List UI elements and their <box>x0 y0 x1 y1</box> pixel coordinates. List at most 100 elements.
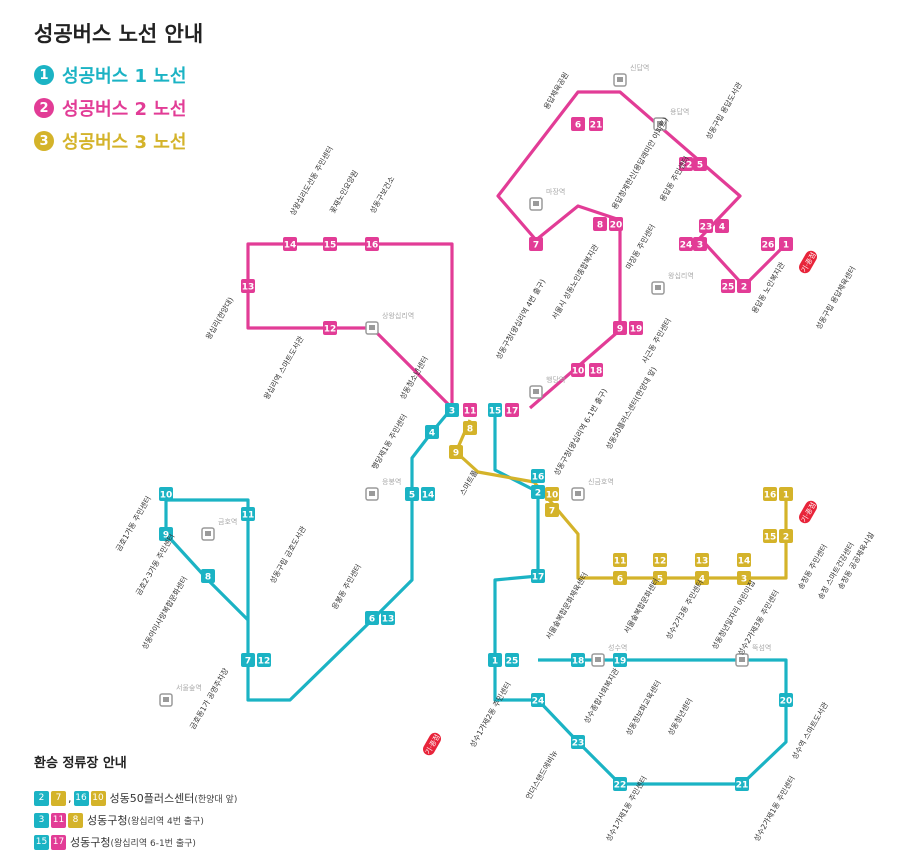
stop-line3-5: 5 <box>653 571 667 585</box>
stop-label: 마장동 주민센터 <box>623 222 657 271</box>
stop-line3-10: 10 <box>545 487 559 501</box>
station-name: 서울숲역 <box>176 683 202 692</box>
svg-text:6: 6 <box>617 575 623 585</box>
subway-station-icon <box>529 385 543 399</box>
subway-station-icon <box>651 281 665 295</box>
svg-text:18: 18 <box>590 367 603 377</box>
legend-line-1-label: 성공버스 1 노선 <box>62 66 187 87</box>
stop-line2-2: 2 <box>737 279 751 293</box>
svg-text:4: 4 <box>719 223 725 233</box>
svg-text:1: 1 <box>492 657 498 667</box>
stop-label: 용답체육공원 <box>541 70 570 111</box>
stop-line3-2: 2 <box>779 529 793 543</box>
station-name: 행당역 <box>546 375 565 384</box>
stop-line1-22: 22 <box>613 777 627 791</box>
svg-text:8: 8 <box>597 221 603 231</box>
svg-text:6: 6 <box>575 121 581 131</box>
stop-label: 왕십리역 스마트도서관 <box>261 334 305 401</box>
terminal-badge: 기·종점 <box>423 733 442 756</box>
svg-text:25: 25 <box>722 283 735 293</box>
svg-text:13: 13 <box>696 557 709 567</box>
subway-station-icon <box>613 73 627 87</box>
route-2-east-loop <box>496 90 788 410</box>
stop-label: 성수2가3동 주민센터 <box>663 578 705 641</box>
svg-text:16: 16 <box>366 241 379 251</box>
stop-line3-4: 4 <box>695 571 709 585</box>
stop-line1-11: 11 <box>241 507 255 521</box>
stop-label: 성동구청(왕십리역 4번 출구) <box>493 277 547 361</box>
svg-text:17: 17 <box>532 573 545 583</box>
stop-line3-6: 6 <box>613 571 627 585</box>
stop-label: 언더스탠드에비뉴 <box>523 748 559 801</box>
stop-line2-1: 1 <box>779 237 793 251</box>
stop-line2-19: 19 <box>629 321 643 335</box>
terminal-badge: 기·종점 <box>799 251 818 274</box>
svg-text:4: 4 <box>429 429 435 439</box>
svg-text:12: 12 <box>324 325 337 335</box>
svg-text:23: 23 <box>572 739 585 749</box>
transfer-stop-name: 성동50플러스센터 <box>109 792 195 805</box>
stop-line2-18: 18 <box>589 363 603 377</box>
legend-line-2-label: 성공버스 2 노선 <box>62 99 187 120</box>
stop-label: 꽃재노인요양원 <box>327 168 360 215</box>
svg-text:8: 8 <box>205 573 211 583</box>
stop-line2-17: 17 <box>505 403 519 417</box>
stop-label: 용답동 주민센터 <box>657 154 691 203</box>
stop-label: 금호동1가 공영주차장 <box>187 666 230 731</box>
station-name: 상왕십리역 <box>382 311 414 320</box>
stop-line3-12: 12 <box>653 553 667 567</box>
stop-line3-9: 9 <box>449 445 463 459</box>
station-name: 용답역 <box>670 107 689 116</box>
transfer-stop-chip: 2 <box>34 790 49 806</box>
legend-line-3-label: 성공버스 3 노선 <box>62 132 187 153</box>
svg-text:10: 10 <box>546 491 559 501</box>
terminal-badge: 기·종점 <box>799 501 818 524</box>
stop-label: 성동청년센터 <box>665 696 694 737</box>
svg-text:15: 15 <box>764 533 777 543</box>
svg-text:16: 16 <box>532 473 545 483</box>
stop-line1-6: 6 <box>365 611 379 625</box>
stop-line3-16: 16 <box>763 487 777 501</box>
svg-text:10: 10 <box>572 367 585 377</box>
stop-label: 성동구립 용답도서관 <box>703 80 744 141</box>
legend-line-3-badge: 3 <box>34 131 54 151</box>
svg-text:18: 18 <box>572 657 585 667</box>
svg-text:15: 15 <box>324 241 337 251</box>
svg-text:4: 4 <box>699 575 705 585</box>
station-name: 신금호역 <box>588 477 614 486</box>
page-title: 성공버스 노선 안내 <box>34 22 204 46</box>
stop-label: 성수1가제2동 주민센터 <box>467 680 513 749</box>
stop-label: 성수종합사회복지관 <box>581 666 621 725</box>
stop-line1-19: 19 <box>613 653 627 667</box>
svg-text:2: 2 <box>535 489 541 499</box>
svg-text:8: 8 <box>467 425 473 435</box>
stop-line3-11: 11 <box>613 553 627 567</box>
svg-text:9: 9 <box>617 325 623 335</box>
transfer-stop-chip: 11 <box>51 812 66 828</box>
svg-text:24: 24 <box>680 241 693 251</box>
station-name: 신답역 <box>630 63 649 72</box>
svg-text:7: 7 <box>549 507 555 517</box>
subway-station-icon <box>365 487 379 501</box>
stop-line1-15: 15 <box>488 403 502 417</box>
transfer-stop-chip: 7 <box>51 790 66 806</box>
transfer-stop-chip: 15 <box>34 834 49 850</box>
stop-label: 왕십리(한양대) <box>204 296 235 341</box>
legend-line-1: 1 성공버스 1 노선 <box>34 62 186 88</box>
stop-line3-1: 1 <box>779 487 793 501</box>
transfer-stop-chip: 10 <box>90 790 106 806</box>
legend-line-2: 2 성공버스 2 노선 <box>34 95 186 121</box>
stop-line3-15: 15 <box>763 529 777 543</box>
stop-line1-9: 9 <box>159 527 173 541</box>
svg-text:14: 14 <box>422 491 435 501</box>
station-name: 왕십리역 <box>668 271 694 280</box>
stop-line1-18: 18 <box>571 653 585 667</box>
stop-line1-17: 17 <box>531 569 545 583</box>
route-lines <box>164 90 788 786</box>
stop-label: 금호2·3가동 주민센터 <box>133 532 176 597</box>
svg-text:20: 20 <box>610 221 623 231</box>
transfer-stop-note: (왕십리역 6-1번 출구) <box>110 838 196 849</box>
stop-line2-7: 7 <box>529 237 543 251</box>
subway-station-icon <box>571 487 585 501</box>
